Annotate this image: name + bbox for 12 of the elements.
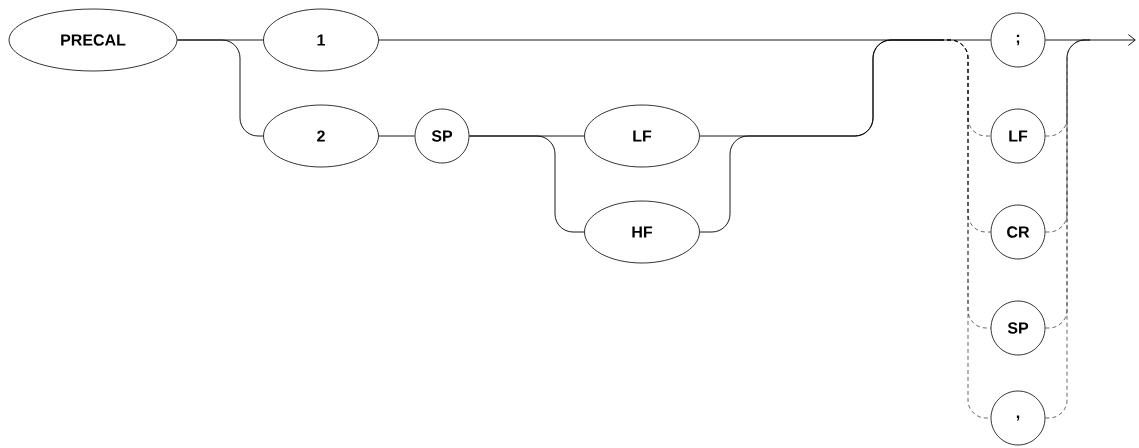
keyword-oval: PRECAL [8,8,178,72]
connector-line [378,135,416,137]
connector-line [1044,39,1091,41]
keyword-oval: LF [584,104,700,168]
keyword-oval: 1 [263,8,379,72]
keyword-oval: HF [584,200,700,264]
connector-line [699,39,941,233]
connector-line [176,39,264,137]
connector-line [939,39,992,41]
arrow [1089,34,1136,46]
keyword-oval: 2 [263,104,379,168]
connector-line [468,135,585,233]
